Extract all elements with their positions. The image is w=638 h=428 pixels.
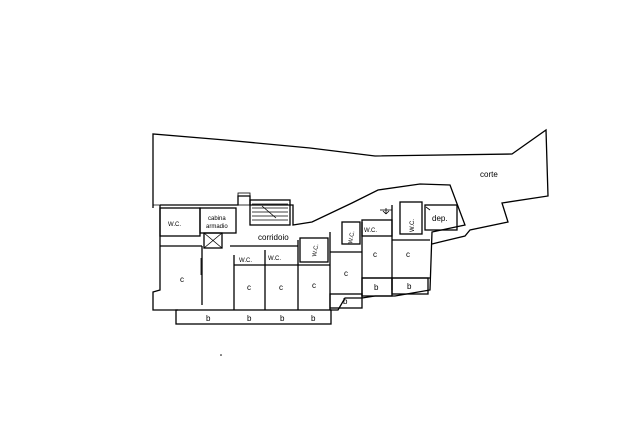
room-labels: corte dep. corridoio W.C. cabina armadio… — [168, 170, 498, 323]
label-wc-2: W.C. — [239, 258, 252, 264]
label-c-1: c — [180, 275, 184, 284]
label-wc-7: W.C. — [410, 219, 416, 232]
label-dep: dep. — [432, 214, 448, 223]
label-c-5: c — [344, 269, 348, 278]
label-cabina: cabina — [208, 216, 226, 222]
label-c-6: c — [373, 250, 377, 259]
label-corte: corte — [480, 170, 498, 179]
label-wc-5: W.C. — [348, 230, 356, 244]
label-c-3: c — [279, 283, 283, 292]
label-armadio: armadio — [206, 224, 228, 230]
label-b-6: b — [374, 283, 379, 292]
label-b-5: b — [343, 297, 348, 306]
label-b-7: b — [407, 282, 412, 291]
label-c-2: c — [247, 283, 251, 292]
label-corridoio: corridoio — [258, 233, 289, 242]
dot-mark — [220, 354, 222, 356]
stair-block — [237, 192, 291, 226]
interior-walls — [159, 201, 458, 310]
label-b-1: b — [206, 314, 211, 323]
label-c-4: c — [312, 281, 316, 290]
arrow-marks — [220, 206, 431, 356]
elevator-shaft — [203, 232, 223, 249]
label-wc-6: W.C. — [364, 228, 377, 234]
label-wc-4: W.C. — [312, 243, 320, 257]
label-b-4: b — [311, 314, 316, 323]
label-wc-1: W.C. — [168, 222, 181, 228]
label-b-2: b — [247, 314, 252, 323]
label-b-3: b — [280, 314, 285, 323]
label-c-7: c — [406, 250, 410, 259]
balcony-strip — [175, 309, 332, 325]
building-outline — [152, 183, 466, 325]
label-wc-3: W.C. — [268, 256, 281, 262]
